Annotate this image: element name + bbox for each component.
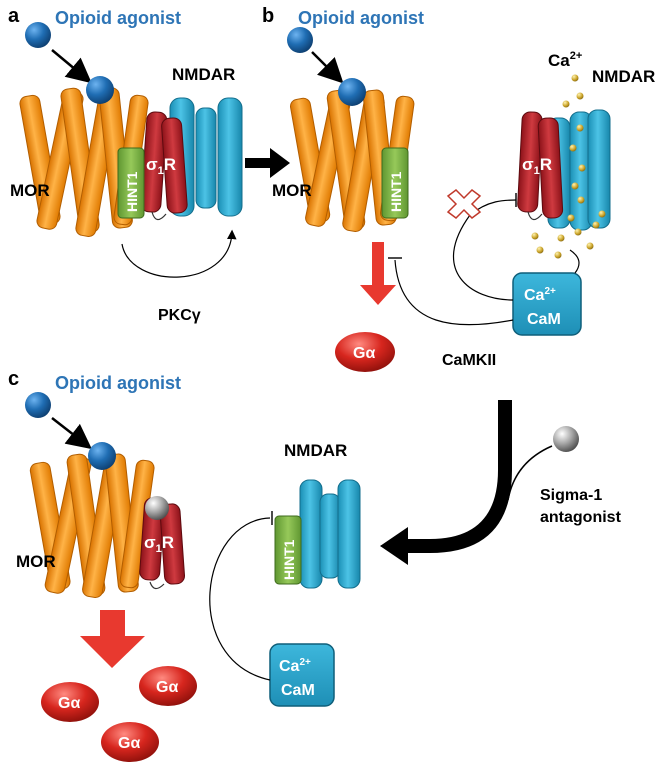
hint1-label: HINT1: [281, 539, 297, 580]
panel-b: b Opioid agonist HINT1 MOR Gα: [262, 5, 655, 372]
opioid-agonist-ball: [287, 27, 313, 53]
opioid-agonist-label: Opioid agonist: [55, 8, 181, 28]
camkii-inhibition-path: [394, 259, 514, 326]
sigma-label: σ1R: [146, 155, 176, 177]
nmdar-label: NMDAR: [592, 67, 655, 86]
binding-arrow: [51, 49, 92, 84]
galpha-ball: [101, 722, 159, 762]
cam-label: CaM: [527, 311, 561, 328]
binding-arrow: [51, 417, 92, 450]
sigma1-antagonist-ball: [553, 426, 579, 452]
opioid-agonist-ball: [25, 22, 51, 48]
opioid-agonist-label: Opioid agonist: [298, 8, 424, 28]
camkii-label: CaMKII: [442, 352, 496, 369]
antagonist-label-line1: Sigma-1: [540, 487, 602, 504]
hint1-protein: HINT1: [117, 147, 145, 219]
panel-letter-b: b: [262, 5, 274, 27]
sigma1-receptor: σ1R: [517, 111, 564, 221]
galpha-label: Gα: [156, 679, 178, 696]
mor-label: MOR: [272, 181, 312, 200]
calcium-ions: [531, 74, 606, 259]
antagonist-label-line2: antagonist: [540, 509, 622, 526]
hint1-label: HINT1: [388, 171, 404, 212]
antagonist-bound-ball: [145, 496, 169, 520]
galpha-group: Gα Gα Gα: [41, 666, 197, 762]
cam-calcium-label: Ca2+: [524, 286, 556, 304]
mor-label: MOR: [16, 552, 56, 571]
nmdar-label: NMDAR: [172, 65, 235, 84]
hint1-protein: HINT1: [274, 515, 302, 585]
antagonist-effect-arrow: [380, 400, 512, 565]
cam-inhibition-path: [209, 517, 271, 681]
galpha-ball: [41, 682, 99, 722]
bound-agonist-ball: [88, 442, 116, 470]
opioid-agonist-ball: [25, 392, 51, 418]
sigma-label: σ1R: [144, 533, 174, 555]
panel-a: a Opioid agonist NMDAR σ1R: [8, 5, 243, 324]
bound-agonist-ball: [338, 78, 366, 106]
pkc-feedback-arrow: [121, 229, 237, 278]
binding-arrow: [311, 51, 344, 84]
galpha-ball: [139, 666, 197, 706]
cam-calcium-label: Ca2+: [279, 657, 311, 675]
hint1-protein: HINT1: [381, 147, 409, 219]
galpha-label: Gα: [353, 345, 375, 362]
nmdar-channel: [299, 479, 361, 589]
calcium-label: Ca2+: [548, 50, 582, 70]
transition-arrow-a-b: [245, 148, 290, 178]
panel-letter-a: a: [8, 5, 20, 27]
sigma1-receptor: σ1R: [140, 111, 188, 221]
cam-inhibition-path: [452, 199, 517, 301]
sigma-label: σ1R: [522, 155, 552, 177]
cam-box: Ca2+ CaM: [269, 643, 335, 707]
signaling-arrow: [360, 242, 396, 305]
galpha-label: Gα: [58, 695, 80, 712]
mor-label: MOR: [10, 181, 50, 200]
mor-receptor: [29, 453, 155, 599]
cam-box: Ca2+ CaM: [512, 272, 582, 336]
nmdar-channel: [169, 97, 243, 217]
hint1-label: HINT1: [124, 171, 140, 212]
cam-label: CaM: [281, 682, 315, 699]
nmdar-label: NMDAR: [284, 441, 347, 460]
galpha-label: Gα: [118, 735, 140, 752]
bound-agonist-ball: [86, 76, 114, 104]
panel-letter-c: c: [8, 368, 19, 390]
pkc-label: PKCγ: [158, 307, 201, 324]
panel-c: c Opioid agonist σ1R MOR Gα Gα: [8, 368, 622, 762]
galpha-ball: [335, 332, 395, 372]
blocked-cross-icon: [446, 189, 482, 219]
opioid-agonist-label: Opioid agonist: [55, 373, 181, 393]
signaling-arrow: [80, 610, 145, 668]
